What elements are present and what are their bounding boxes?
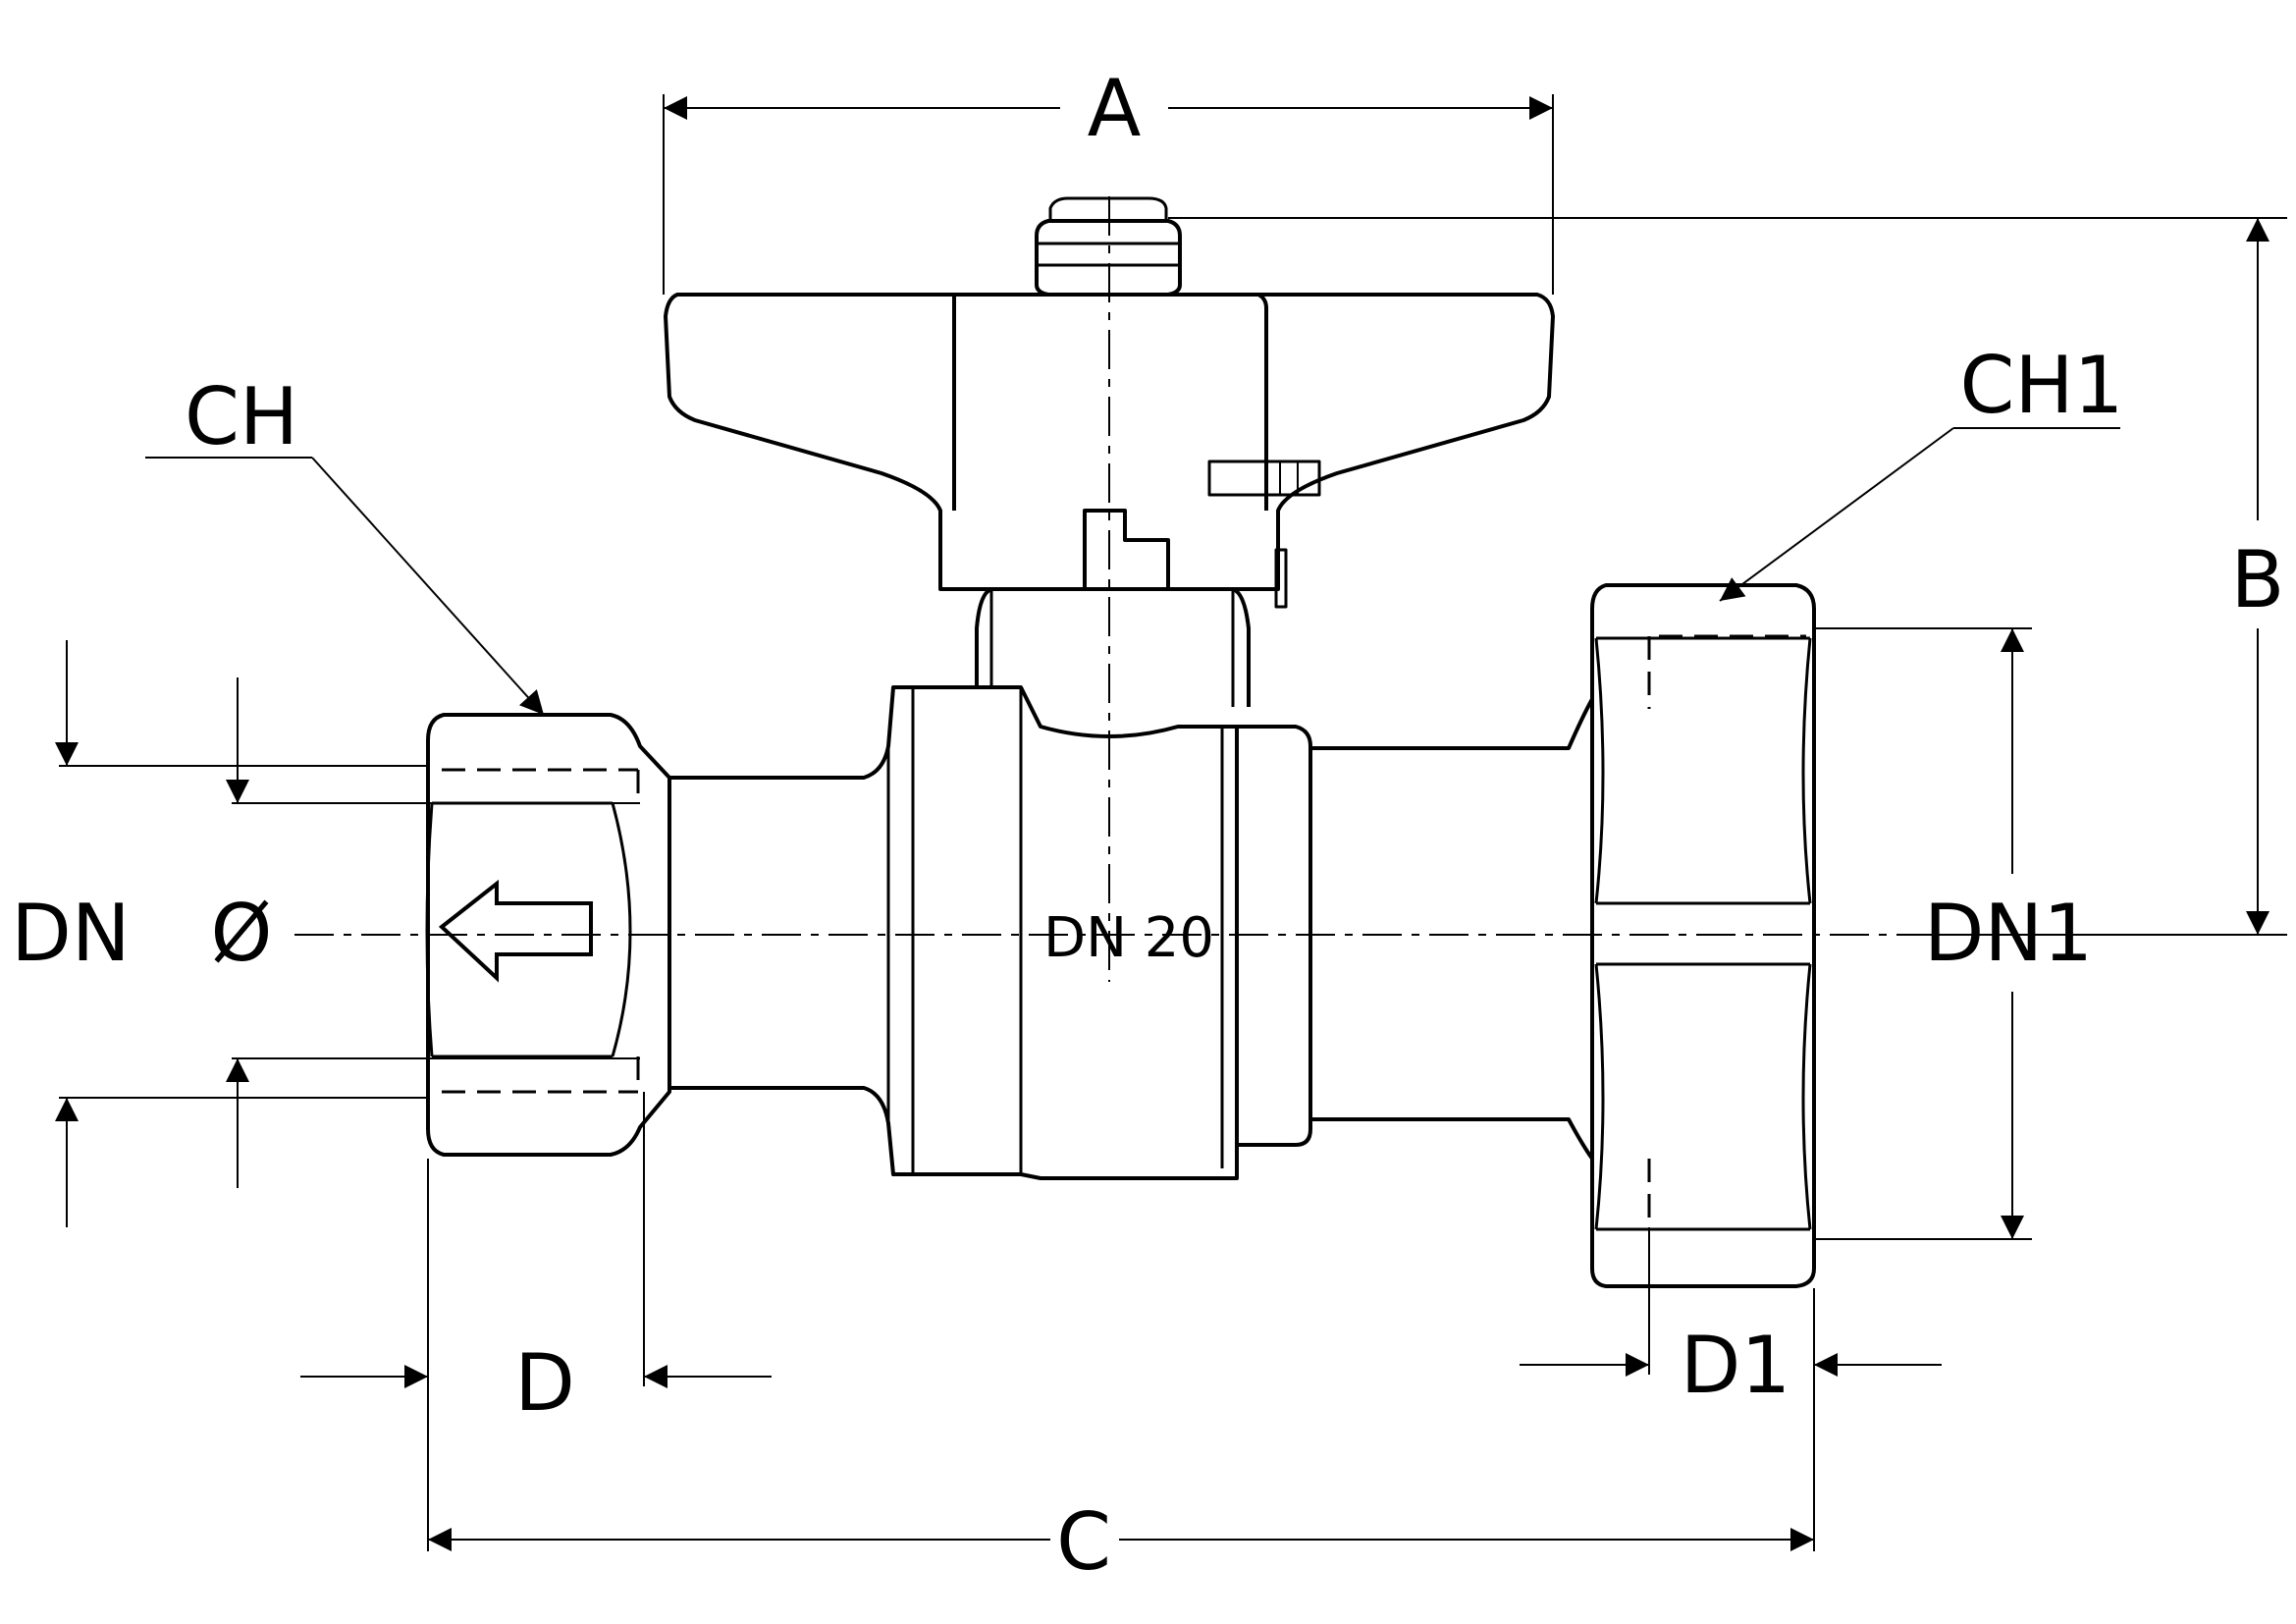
- label-a: A: [1088, 63, 1142, 154]
- top-nut-cap: [1048, 196, 1168, 221]
- left-nut-flat-curve-lower: [611, 802, 632, 1057]
- right-nut-curve-upper-r: [1801, 637, 1812, 904]
- body-marking: DN 20: [1043, 906, 1214, 970]
- handle-hub: [954, 293, 1268, 511]
- label-c: C: [1056, 1496, 1111, 1588]
- butterfly-handle: [664, 196, 1555, 591]
- leader-ch1-diagonal: [1719, 427, 1954, 602]
- label-ch1: CH1: [1960, 340, 2124, 431]
- valve-body: [425, 548, 1816, 1288]
- label-phi: Ø: [211, 888, 273, 979]
- right-nut-curve-upper: [1594, 637, 1605, 904]
- label-dn1: DN1: [1924, 888, 2093, 979]
- right-hex-nut: [1590, 583, 1816, 1288]
- right-nut-curve-lower-r: [1801, 963, 1812, 1230]
- right-pipe-neck: [1310, 697, 1594, 1161]
- left-nut-flat-curve-upper: [425, 802, 434, 1057]
- label-b: B: [2231, 534, 2285, 625]
- position-indicator: [1207, 460, 1321, 497]
- label-dn: DN: [11, 888, 130, 979]
- left-pipe-neck: [669, 685, 1239, 1180]
- label-d1: D1: [1681, 1320, 1791, 1411]
- label-ch: CH: [185, 371, 298, 462]
- flow-direction-arrow: [438, 879, 593, 983]
- top-hex-nut: [1035, 219, 1182, 297]
- left-hex-nut: [426, 713, 671, 1157]
- valve-stem: [975, 587, 1251, 707]
- right-nut-curve-lower: [1594, 963, 1605, 1230]
- dimension-lines: [55, 94, 2287, 1551]
- right-collar: [1237, 725, 1312, 1147]
- handle-outline: [664, 293, 1555, 591]
- label-d: D: [514, 1337, 575, 1429]
- centerlines: [294, 196, 1924, 982]
- leader-ch-diagonal: [311, 457, 545, 716]
